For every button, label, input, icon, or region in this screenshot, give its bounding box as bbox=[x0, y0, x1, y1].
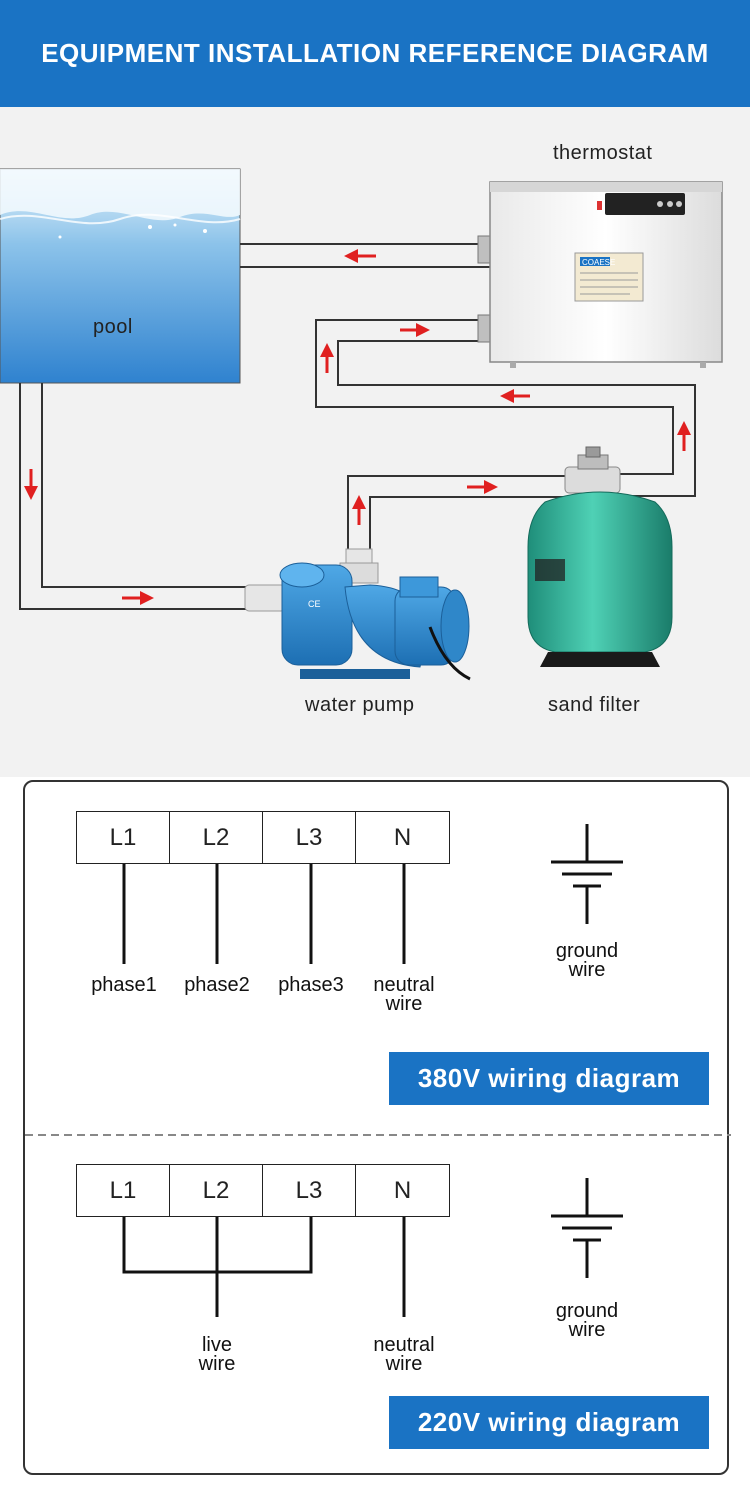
badge-220v: 220V wiring diagram bbox=[389, 1396, 709, 1449]
water-pump-label: water pump bbox=[305, 694, 415, 716]
arrow-return-left bbox=[344, 249, 376, 263]
page-title: EQUIPMENT INSTALLATION REFERENCE DIAGRAM bbox=[41, 38, 709, 68]
wire-neutral-label-380: neutral wire bbox=[373, 974, 435, 1015]
wire-phase1-label: phase1 bbox=[91, 974, 157, 996]
terminal-l1-380: L1 bbox=[76, 811, 170, 864]
terminal-l1-220: L1 bbox=[76, 1164, 170, 1217]
water-pump: CE bbox=[244, 548, 471, 681]
flow-arrows bbox=[24, 249, 691, 605]
arrow-heater-inlet-right bbox=[400, 323, 430, 337]
arrow-to-filter-right bbox=[467, 480, 498, 494]
wire-neutral-label-220: neutral wire bbox=[373, 1334, 435, 1375]
header-banner: EQUIPMENT INSTALLATION REFERENCE DIAGRAM bbox=[0, 0, 750, 107]
arrow-loop-up bbox=[320, 343, 334, 373]
terminal-l3-220: L3 bbox=[262, 1164, 356, 1217]
wiring-panel: L1 L2 L3 N phase1 phase2 phase3 neutral … bbox=[23, 780, 731, 1475]
terminal-n-380: N bbox=[355, 811, 450, 864]
ground-wire-label-380: ground wire bbox=[555, 940, 619, 981]
wiring-lines bbox=[25, 824, 731, 1317]
terminal-n-220: N bbox=[355, 1164, 450, 1217]
terminal-l2-380: L2 bbox=[169, 811, 263, 864]
wire-live-label: live wire bbox=[198, 1334, 236, 1375]
pipes bbox=[19, 243, 696, 610]
badge-380v: 380V wiring diagram bbox=[389, 1052, 709, 1105]
arrow-back-left bbox=[500, 389, 530, 403]
terminal-l3-380: L3 bbox=[262, 811, 356, 864]
heater-thermostat: COAESE bbox=[477, 181, 723, 368]
heater-brand: COAESE bbox=[582, 258, 615, 267]
ground-wire-label-220: ground wire bbox=[555, 1300, 619, 1341]
installation-drawing: COAESE CE bbox=[0, 168, 723, 681]
pool bbox=[0, 168, 241, 384]
installation-diagram: COAESE CE bbox=[0, 107, 750, 777]
sand-filter-label: sand filter bbox=[548, 694, 641, 716]
arrow-pump-inlet-right bbox=[122, 591, 154, 605]
wire-phase2-label: phase2 bbox=[184, 974, 250, 996]
arrow-filter-up bbox=[677, 421, 691, 451]
arrow-pump-up bbox=[352, 495, 366, 525]
sand-filter bbox=[527, 446, 673, 667]
thermostat-label: thermostat bbox=[553, 142, 653, 164]
terminal-l2-220: L2 bbox=[169, 1164, 263, 1217]
pool-label: pool bbox=[93, 316, 133, 338]
arrow-outlet-down bbox=[24, 469, 38, 500]
pump-ce-mark: CE bbox=[308, 599, 321, 609]
wire-phase3-label: phase3 bbox=[278, 974, 344, 996]
